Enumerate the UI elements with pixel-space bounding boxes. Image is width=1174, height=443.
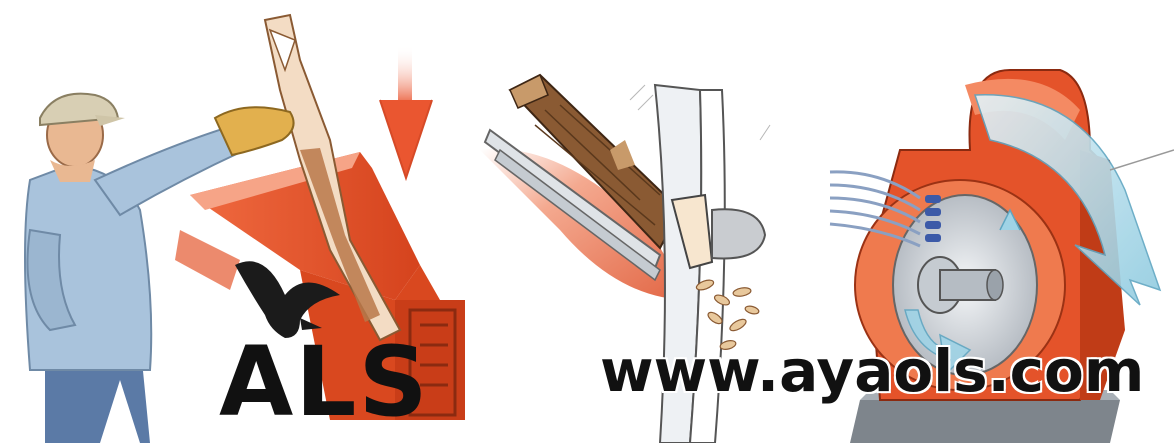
- website-watermark: www.ayaols.com: [600, 336, 1120, 406]
- down-arrow-icon: [380, 45, 432, 178]
- brand-watermark: ALS: [219, 332, 429, 432]
